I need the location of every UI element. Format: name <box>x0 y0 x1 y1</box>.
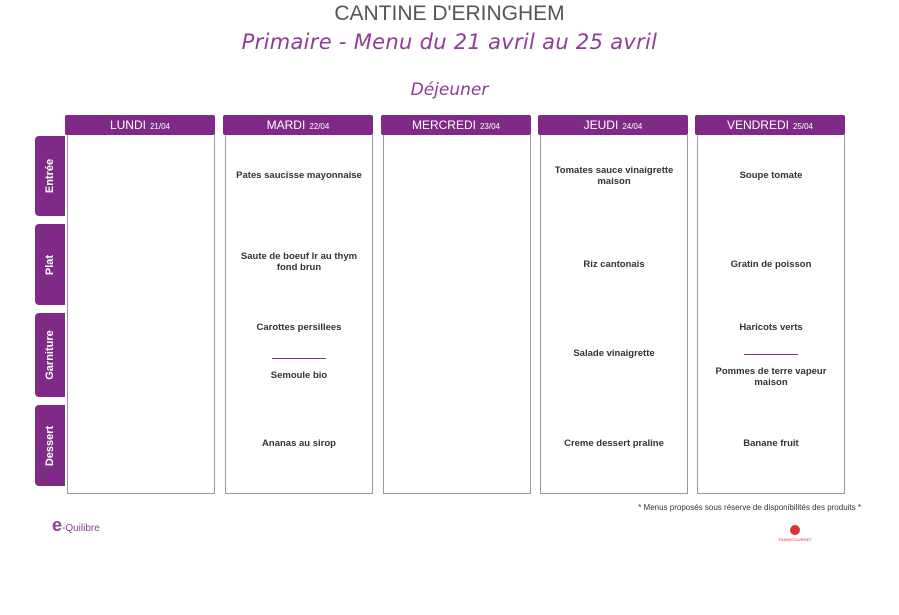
menu-dessert: Creme dessert praline <box>564 438 664 449</box>
row-label-text: Entrée <box>44 158 56 194</box>
menu-dessert: Banane fruit <box>743 438 799 449</box>
logo-mark: e <box>52 515 63 535</box>
page-subtitle: Primaire - Menu du 21 avril au 25 avril <box>241 30 658 54</box>
day-name: MARDI <box>266 118 306 132</box>
row-label-dessert: Dessert <box>35 405 65 486</box>
menu-garniture: Salade vinaigrette <box>573 348 655 359</box>
menu-garniture: Carottes persillees <box>256 322 342 333</box>
row-label-text: Garniture <box>44 330 57 380</box>
page-title: CANTINE D'ERINGHEM <box>334 2 565 25</box>
row-label-plat: Plat <box>35 224 65 305</box>
day-column <box>67 135 215 494</box>
transgourmet-logo: TRANSGOURMET <box>770 525 820 542</box>
day-name: LUNDI <box>109 118 146 132</box>
availability-note: * Menus proposés sous réserve de disponi… <box>638 503 861 512</box>
day-date: 25/04 <box>792 122 814 131</box>
separator <box>272 358 326 359</box>
menu-entree: Tomates sauce vinaigrette maison <box>554 165 674 187</box>
menu-plat: Gratin de poisson <box>730 259 812 270</box>
row-label-garniture: Garniture <box>35 313 65 397</box>
menu-garniture2: Semoule bio <box>270 370 328 381</box>
menu-entree: Soupe tomate <box>739 170 803 181</box>
day-name: JEUDI <box>583 118 619 132</box>
day-name: MERCREDI <box>411 118 476 132</box>
menu-dessert: Ananas au sirop <box>262 438 336 449</box>
logo-text: -Quilibre <box>62 523 100 534</box>
separator <box>744 354 798 355</box>
menu-garniture: Haricots verts <box>739 322 803 333</box>
menu-garniture2: Pommes de terre vapeur maison <box>715 366 827 388</box>
meal-heading: Déjeuner <box>410 80 489 100</box>
menu-plat: Saute de boeuf lr au thym fond brun <box>240 251 358 273</box>
equilibre-logo: e-Quilibre <box>52 515 100 536</box>
row-label-entree: Entrée <box>35 136 65 216</box>
day-date: 23/04 <box>479 122 501 131</box>
transgourmet-mark-icon <box>790 525 800 535</box>
logo-text: TRANSGOURMET <box>778 537 812 542</box>
day-column <box>383 135 531 494</box>
day-name: VENDREDI <box>726 118 789 132</box>
menu-plat: Riz cantonais <box>583 259 645 270</box>
day-date: 22/04 <box>309 122 330 131</box>
day-date: 24/04 <box>622 122 643 131</box>
menu-entree: Pates saucisse mayonnaise <box>236 170 362 181</box>
day-date: 21/04 <box>149 122 171 131</box>
row-label-text: Plat <box>44 254 56 275</box>
row-label-text: Dessert <box>44 425 57 466</box>
